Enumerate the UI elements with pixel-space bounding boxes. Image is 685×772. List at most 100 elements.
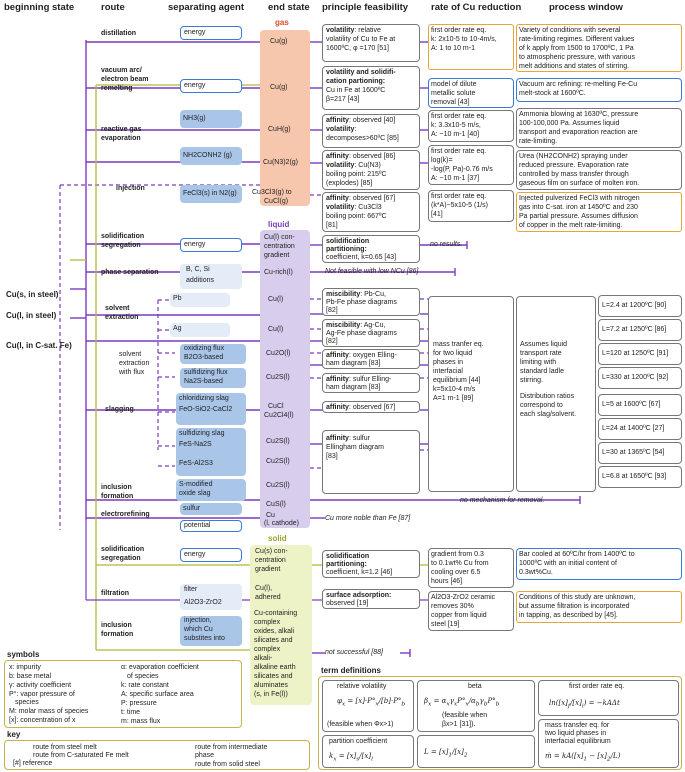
agent-ag: Ag (170, 323, 230, 337)
r1a: first order rate eq. (431, 27, 487, 34)
r6b: for two liquid (433, 350, 473, 357)
principle-nh3: affinity: observed [40] volatility: deco… (322, 114, 420, 148)
rate-solid-seg: gradient from 0.3 to 0.1wt% Cu from cool… (428, 548, 514, 588)
header-route: route (101, 2, 125, 13)
w1e: melt additions and states of stirring. (519, 63, 630, 70)
w6g: correspond to (520, 402, 563, 409)
sym-l-3: P°: vapor pressure of (9, 691, 75, 698)
w7a: Bar cooled at 60ºC/hr from 1400ºC to (519, 551, 635, 558)
w8b: but assume filtration is incorporated (519, 603, 630, 610)
route-solvent-flux: solvent (119, 351, 142, 358)
end-cul-1: Cu(l) (268, 296, 284, 303)
end-cu2cl4: Cu2Cl4(l) (264, 412, 294, 419)
r6g: A=1 m-1 [89] (433, 395, 474, 402)
p10b: : oxygen Elling- (348, 352, 397, 359)
p2d: β=217 [43] (326, 96, 360, 103)
route-solid-seg-s2: segregation (101, 555, 141, 562)
p16a: solidification (326, 553, 370, 560)
route-phase-sep: phase separation (101, 269, 159, 276)
process-filtration: Conditions of this study are unknown, bu… (516, 591, 682, 623)
route-solvent2: extraction (105, 314, 139, 321)
term-mt3: interfacial equilibrium (545, 738, 611, 745)
gas-section (260, 30, 310, 206)
agent-injcu2: which Cu (184, 626, 213, 633)
term-fo: first order rate eq. (569, 683, 625, 690)
end-cul-adh: Cu(l), (255, 585, 273, 592)
sym-l-6: [x]: concentration of x (9, 717, 76, 724)
agent-sulfflux2: Na2S-based (184, 378, 223, 385)
w4d: gaseous film on surface of molten iron. (519, 180, 640, 187)
agent-oxflux-box (180, 344, 246, 364)
term-relative-volatility: relative volatility φx = [x]·P°x/[b]·P°b… (322, 680, 414, 732)
r1b: k: 2x10-5 to 10-4m/s, (431, 36, 497, 43)
header-process: process window (549, 2, 623, 13)
r1c: A: 1 to 10 m-1 (431, 45, 475, 52)
rate-distillation: first order rate eq. k: 2x10-5 to 10-4m/… (428, 24, 514, 70)
p6b: partitioning: (326, 246, 367, 253)
route-inclusion2: formation (101, 493, 134, 500)
end-cucont-1: Cu-containing (254, 610, 298, 617)
term-mass-transfer: mass transfer eq. for two liquid phases … (538, 719, 679, 768)
sym-r-6: m: mass flux (121, 718, 161, 725)
p3c: volatility (326, 126, 355, 133)
principle-sulfflux: affinity: sulfur Elling- ham diagram [83… (322, 373, 420, 393)
principle-solid-seg-s: solidification partitioning: coefficient… (322, 550, 420, 578)
term-fo-formula: ln([x]f/[x]i) = −kAΔt (549, 699, 620, 710)
agent-chlorslag: chloridizing slag (179, 395, 229, 402)
agent-smod-box (176, 479, 246, 501)
header-principle: principle feasibility (322, 2, 409, 13)
agent-pb: Pb (170, 293, 230, 307)
key-title: key (7, 730, 21, 739)
r6d: interfacial (433, 368, 463, 375)
agent-filter2: Al2O3-ZrO2 (184, 599, 222, 606)
route-electrorefining: electrorefining (101, 511, 150, 518)
state-solid-steel: Cu(s, in steel) (6, 290, 59, 299)
term-partition: partition coefficient kx = [x]s/[x]l (322, 735, 414, 768)
term-beta-formula: βx = αxγxP°x/αbγbP°b (424, 697, 500, 708)
p17b: observed [19] (326, 600, 369, 607)
agent-injcu-box (180, 616, 242, 646)
w6b: transport rate (520, 350, 562, 357)
end-cu2o: Cu2O(l) (266, 350, 291, 357)
end-cus-conc2: centration (255, 557, 286, 564)
w8c: in tapping, as described by [45]. (519, 612, 618, 619)
process-L-4: L=5 at 1600ºC [67] (598, 394, 682, 416)
principle-sulfslag: affinity: sulfur Ellingham diagram [83] (322, 430, 420, 494)
end-curich: Cu-rich(l) (264, 269, 293, 276)
agent-sulfslag-box (176, 428, 246, 476)
r5b: (k*A)~5x10-5 (1/s) (431, 202, 488, 209)
end-cu2s-1: Cu2S(l) (266, 374, 290, 381)
end-cu2s-3: Cu2S(l) (266, 458, 290, 465)
header-agent: separating agent (168, 2, 245, 13)
term-beta-feas: (feasible when (442, 712, 488, 719)
sym-l-1: b: base metal (9, 673, 52, 680)
term-pc-formula: kx = [x]s/[x]l (329, 752, 373, 763)
r8c: copper from liquid (431, 612, 487, 619)
p18: not successful [88] (325, 649, 383, 656)
symbols-box: symbols x: impurity b: base metal γ: act… (4, 651, 242, 728)
route-solid-seg-l2: segregation (101, 242, 141, 249)
w4b: reduced pressure. Evaporation rate (519, 162, 629, 169)
r8d: steel [19] (431, 621, 460, 628)
agent-nh2conh2: NH2CONH2 (g) (180, 147, 242, 165)
p17a: surface adsorption: (326, 592, 392, 599)
process-fecl3: Injected pulverized FeCl3 with nitrogen … (516, 192, 682, 232)
end-cucl: CuCl (268, 403, 284, 410)
agent-energy-4: energy (180, 548, 242, 562)
term-beta-feas2: βx>1 [31]). (442, 721, 476, 728)
p14: no mechanism for removal. (460, 497, 545, 504)
term-rv: relative volatility (337, 683, 387, 690)
process-L-3: L=330 at 1200ºC [92] (598, 367, 682, 389)
p1b: : relative (354, 27, 381, 34)
p9d: [82] (326, 338, 338, 345)
header-end-state: end state (268, 2, 310, 13)
p12a: affinity (326, 404, 349, 411)
agent-potential: potential (180, 520, 242, 532)
agent-sulfslag: sulfidizing slag (179, 430, 225, 437)
r7b: to 0.1wt% Cu from (431, 560, 489, 567)
end-cul-conc2: centration (264, 243, 295, 250)
agent-filter: filter (184, 586, 198, 593)
process-nh3: Ammonia blowing at 1630ºC, pressure 100-… (516, 108, 682, 148)
w6d: standard ladle (520, 368, 564, 375)
p9b: : Ag-Cu, (360, 322, 386, 329)
